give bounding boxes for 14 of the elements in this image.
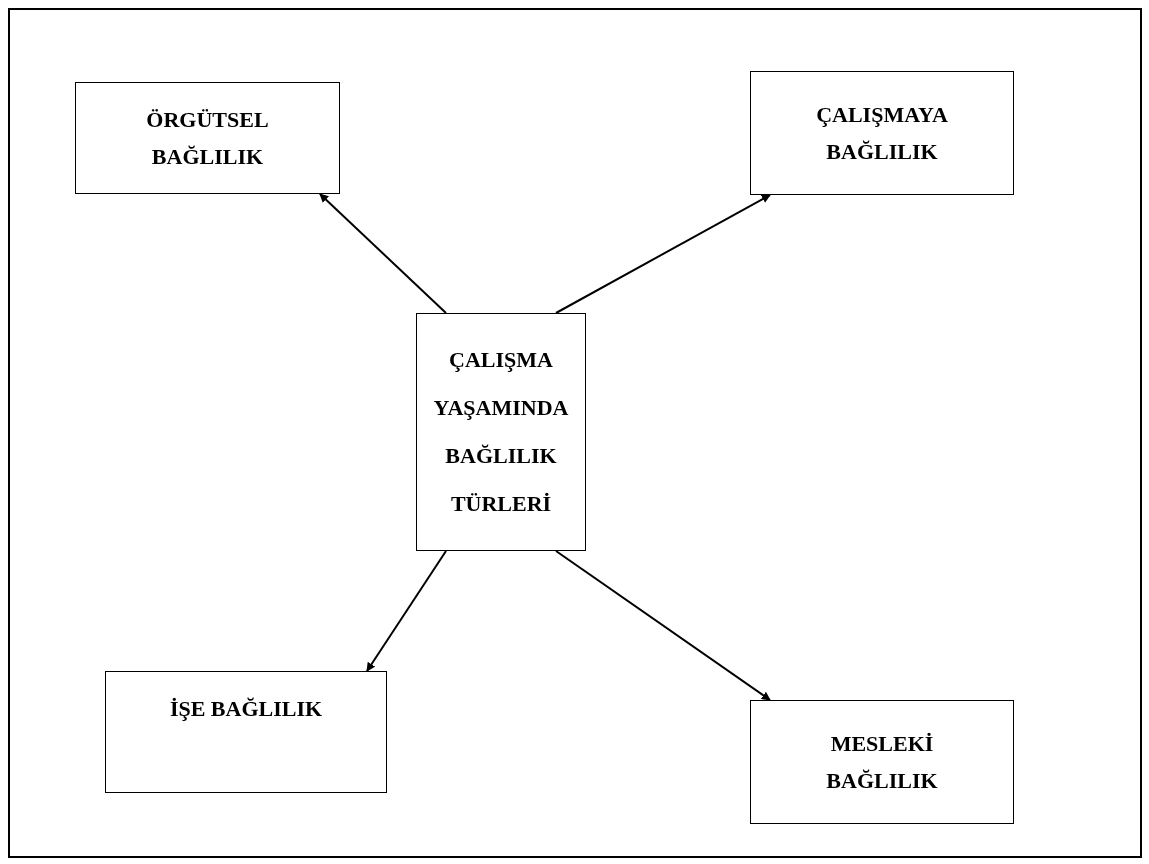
box-label: MESLEKİ BAĞLILIK	[825, 730, 939, 795]
text-box	[750, 71, 1014, 195]
arrow	[555, 550, 771, 701]
box-label: ÖRGÜTSEL BAĞLILIK	[145, 106, 270, 171]
text-box	[416, 313, 586, 551]
arrow	[555, 194, 771, 314]
box-label: ÇALIŞMAYA BAĞLILIK	[815, 101, 949, 166]
text-box	[750, 700, 1014, 824]
text-box	[75, 82, 340, 194]
arrow	[366, 550, 447, 672]
arrow	[319, 193, 447, 314]
box-label: ÇALIŞMA YAŞAMINDA BAĞLILIK TÜRLERİ	[432, 346, 570, 518]
box-label: İŞE BAĞLILIK	[169, 695, 323, 723]
text-box	[105, 671, 387, 793]
